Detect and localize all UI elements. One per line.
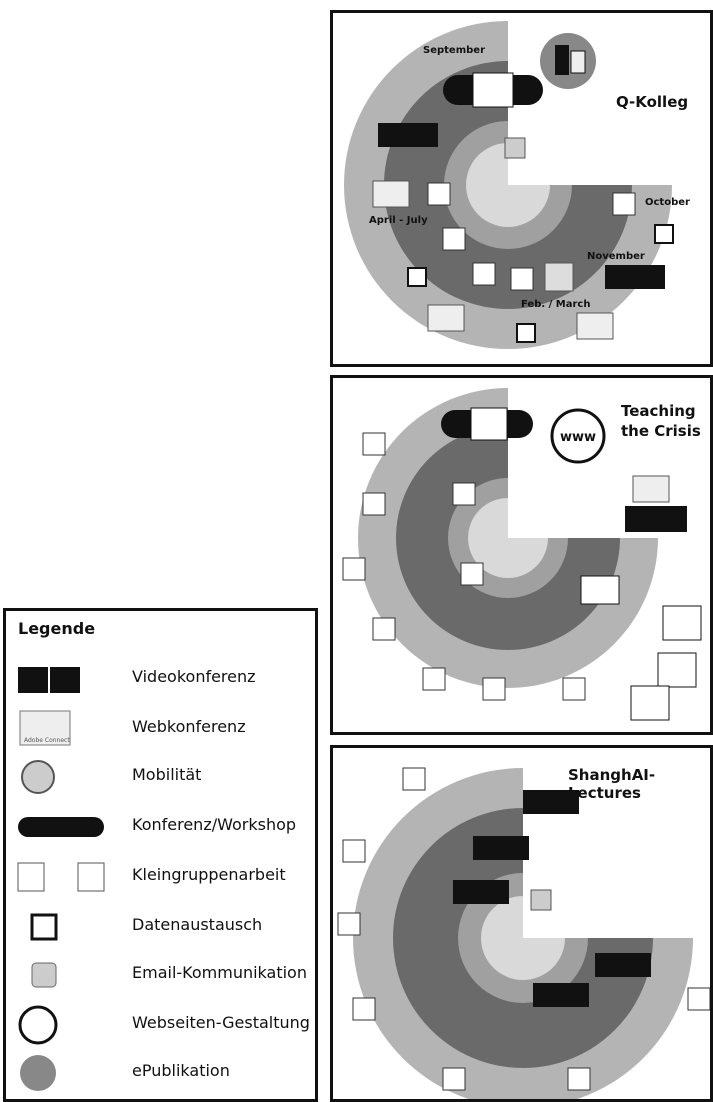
conference-table-icon [443,72,543,108]
legend-item-videokonferenz: Videokonferenz [6,655,316,703]
videoconference-icon [18,667,80,693]
videoconference-icon [453,790,651,1007]
email-icon [530,889,552,911]
panel-title-line1: Teaching [621,402,696,420]
legend-label: Kleingruppenarbeit [132,865,286,884]
legend-label: ePublikation [132,1061,230,1080]
panel-teaching-the-crisis: www Teaching the Crisis [330,375,713,735]
legend-label: Mobilität [132,765,202,784]
qkolleg-diagram: September October November Feb. / March … [344,21,690,349]
panel-qkolleg: September October November Feb. / March … [330,10,713,367]
conference-table-icon [441,407,533,441]
svg-text:www: www [560,430,596,445]
shanghai-diagram [337,767,710,1099]
www-globe-icon [18,1005,58,1045]
data-exchange-icon [407,224,674,343]
panel-shanghai-lectures: ShanghAI-Lectures [330,745,713,1102]
legend-title: Legende [18,619,96,638]
webconference-icon [632,475,670,503]
legend-item-mobilitaet: Mobilität [6,753,316,801]
month-label-feb-march: Feb. / March [521,299,590,310]
legend-item-webkonferenz: Adobe Connect Webkonferenz [6,705,316,753]
legend-item-kleingruppenarbeit: Kleingruppenarbeit [6,853,316,901]
panel-title: Q-Kolleg [616,93,689,111]
videoconference-icon [378,123,665,289]
webconf-caption: Adobe Connect [24,737,70,744]
small-group-icon [427,182,636,291]
month-label-october: October [645,197,690,208]
legend-item-webseiten-gestaltung: Webseiten-Gestaltung [6,1001,316,1049]
presentation-icon [580,575,702,721]
webconference-icon: Adobe Connect [19,710,71,746]
small-group-icon [342,432,586,701]
panel-title: ShanghAI-Lectures [568,766,656,802]
small-group-icon [337,767,710,1091]
month-label-november: November [587,251,645,262]
videoconference-icon [625,506,687,532]
legend-item-epublikation: ePublikation [6,1049,316,1097]
mobility-icon [21,760,55,794]
mobility-icon [544,262,574,292]
email-icon [31,962,57,988]
legend-item-email-kommunikation: Email-Kommunikation [6,951,316,999]
legend-label: Konferenz/Workshop [132,815,297,834]
panel-title-line2: the Crisis [621,422,701,440]
conference-table-icon [18,817,104,837]
legend-item-datenaustausch: Datenaustausch [6,903,316,951]
legend-item-konferenz-workshop: Konferenz/Workshop [6,803,316,851]
teaching-diagram: www [342,388,702,721]
month-label-september: September [423,45,485,56]
legend-label: Datenaustausch [132,915,263,934]
epublication-icon [540,33,596,89]
epublication-icon [20,1055,56,1091]
legend-label: Videokonferenz [132,667,256,686]
small-group-icon [17,862,105,892]
data-exchange-icon [30,913,58,941]
legend-label: Webkonferenz [132,717,246,736]
email-icon [504,137,526,159]
webconference-icon [372,180,614,340]
legend: Legende Videokonferenz Adobe Connect Web… [3,608,318,1102]
month-label-april-july: April - July [369,215,428,226]
www-globe-icon: www [550,408,606,464]
legend-label: Email-Kommunikation [132,963,307,982]
legend-label: Webseiten-Gestaltung [132,1013,310,1032]
